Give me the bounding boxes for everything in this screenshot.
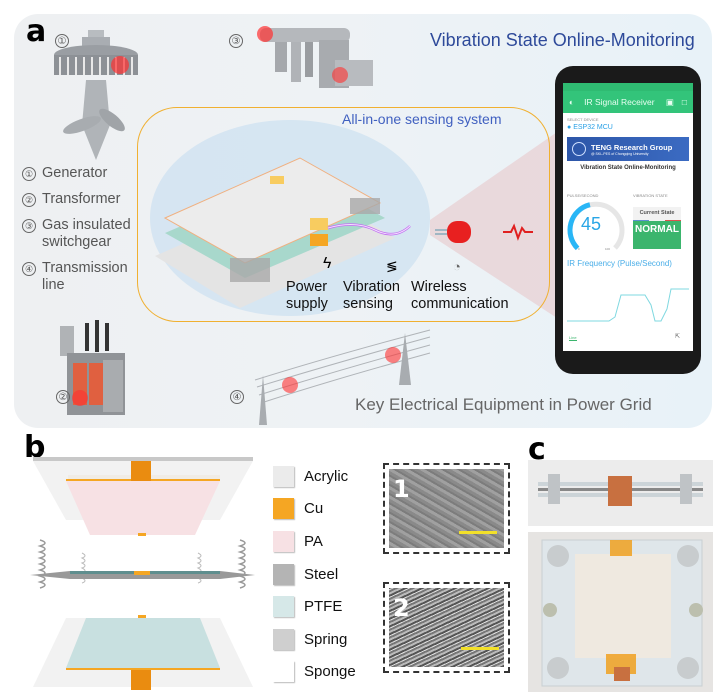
gauge-fill	[567, 202, 591, 251]
panel-c-letter: c	[528, 432, 546, 467]
wireless-signal-icon: ◔	[453, 259, 461, 274]
panel-b-letter: b	[24, 430, 46, 465]
app-page-heading: Vibration State Online-Monitoring	[580, 165, 676, 171]
device-top-photo	[528, 532, 713, 692]
gauge-value: 45	[581, 214, 602, 234]
marker-3: ③	[229, 34, 243, 48]
switchgear-illustration	[257, 26, 373, 88]
monitoring-title: Vibration State Online-Monitoring	[430, 30, 695, 50]
pulse-gauge	[567, 201, 625, 251]
swatch-pa	[273, 530, 294, 552]
vibration-icon: ≶	[386, 258, 398, 274]
legend-acrylic: Acrylic	[273, 460, 356, 493]
swatch-sponge	[273, 661, 294, 683]
legend-cu: Cu	[273, 493, 356, 526]
legend-sponge: Sponge	[273, 656, 356, 689]
function-power-supply: Power supply	[286, 279, 328, 312]
scale-bar	[459, 531, 497, 534]
state-normal-badge: NORMAL	[633, 221, 681, 249]
transmission-line-illustration	[254, 329, 431, 425]
generator-illustration	[54, 30, 138, 160]
device-side-photo	[528, 460, 713, 526]
transformer-illustration	[60, 320, 125, 415]
square-icon[interactable]: □	[681, 97, 687, 107]
swatch-cu	[273, 498, 294, 520]
function-vibration-sensing: Vibration sensing	[343, 279, 400, 312]
phone-screen: ◐ IR Signal Receiver ▣ □ SELECT DEVICE ●…	[563, 83, 693, 351]
equipment-caption: Key Electrical Equipment in Power Grid	[355, 395, 652, 414]
chart-title: IR Frequency (Pulse/Second)	[567, 259, 672, 268]
swatch-acrylic	[273, 465, 294, 487]
app-bar: ◐ IR Signal Receiver ▣ □	[563, 91, 693, 113]
function-wireless-communication: Wireless communication	[411, 279, 509, 312]
sensing-system-box	[137, 107, 550, 322]
select-device-label: SELECT DEVICE	[567, 117, 599, 122]
exploded-structure-diagram	[30, 457, 255, 690]
current-state-card: Current State NORMAL	[633, 207, 681, 249]
legend-ptfe: PTFE	[273, 590, 356, 623]
ir-frequency-line-chart	[567, 288, 689, 322]
marker-4: ④	[230, 390, 244, 404]
scale-bar	[461, 647, 499, 650]
university-logo	[572, 142, 586, 156]
gauge-label: PULSE/SECOND	[567, 193, 599, 198]
legend-spring: Spring	[273, 623, 356, 656]
pulse-icon	[503, 223, 533, 241]
sem-image-2: 2	[383, 582, 510, 673]
swatch-ptfe	[273, 596, 294, 618]
frequency-line	[567, 288, 689, 322]
share-icon[interactable]: ⇱	[675, 334, 681, 340]
marker-2: ②	[56, 390, 70, 404]
play-icon[interactable]: ◐	[569, 97, 575, 107]
marker-1: ①	[55, 34, 69, 48]
panel-a-letter: a	[26, 14, 47, 49]
app-title: IR Signal Receiver	[584, 97, 655, 107]
smartphone: ◐ IR Signal Receiver ▣ □ SELECT DEVICE ●…	[555, 66, 701, 374]
led-emitter	[435, 221, 533, 243]
signal-beam	[430, 130, 560, 320]
swatch-spring	[273, 628, 294, 650]
lightning-bolt-icon: ϟ	[323, 255, 332, 272]
status-bar	[563, 83, 693, 91]
teng-banner: TENG Research Group @ SKL-PES of Chongqi…	[567, 137, 689, 161]
sensing-system-title: All-in-one sensing system	[342, 111, 502, 127]
device-selector[interactable]: ● ESP32 MCU	[567, 124, 613, 131]
state-label: VIBRATION STATE	[633, 193, 668, 198]
swatch-steel	[273, 563, 294, 585]
sensing-device-illustration	[150, 120, 430, 316]
legend-pa: PA	[273, 525, 356, 558]
legend-steel: Steel	[273, 558, 356, 591]
sem-image-1: 1	[383, 463, 510, 554]
tab-line[interactable]: Line	[569, 335, 577, 341]
materials-legend: Acrylic Cu PA Steel PTFE Spring Sponge	[273, 460, 356, 688]
battery-icon[interactable]: ▣	[665, 96, 674, 107]
